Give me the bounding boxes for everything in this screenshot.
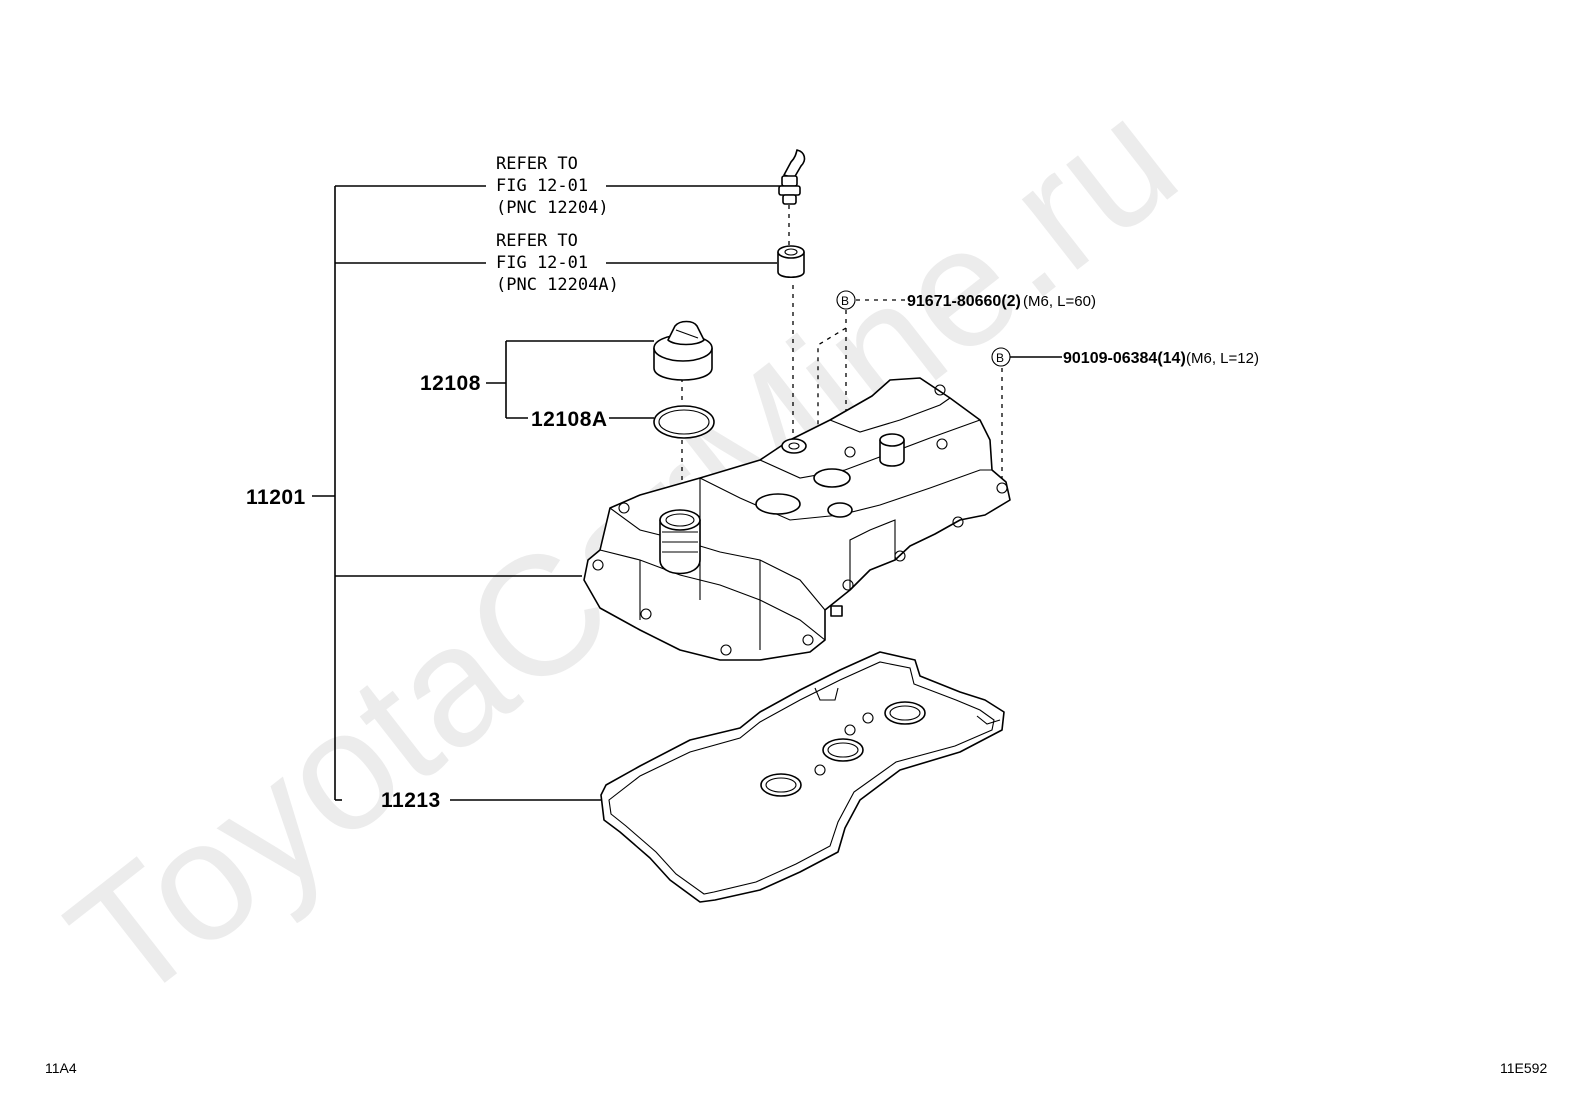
ref-label-2: REFER TO FIG 12-01 (PNC 12204A) — [496, 231, 619, 295]
part-number-12108a: 12108A — [531, 408, 608, 431]
bolt-marker-1: B — [841, 294, 849, 308]
bolt-leader-1-drop — [817, 310, 847, 445]
svg-text:REFER TO: REFER TO — [496, 154, 578, 174]
ref-label-1: REFER TO FIG 12-01 (PNC 12204) — [496, 154, 609, 218]
footer-right-code: 11E592 — [1500, 1060, 1548, 1076]
grommet — [777, 245, 805, 279]
oil-filler-cap — [653, 320, 713, 381]
part-number-12108: 12108 — [420, 372, 481, 395]
bolt-marker-2: B — [996, 351, 1004, 365]
bolt-callout-2: B 90109-06384(14) (M6, L=12) — [991, 347, 1259, 367]
o-ring — [653, 405, 715, 439]
part-number-11201: 11201 — [246, 486, 306, 509]
bolt-part-no-1: 91671-80660(2) — [907, 293, 1021, 310]
cylinder-head-cover — [583, 377, 1011, 661]
svg-text:FIG 12-01: FIG 12-01 — [496, 176, 588, 196]
svg-text:FIG 12-01: FIG 12-01 — [496, 253, 588, 273]
svg-text:(PNC 12204): (PNC 12204) — [496, 198, 609, 218]
breather-fitting — [778, 149, 806, 205]
bracket-12108 — [486, 340, 654, 419]
bolt-callout-1: B 91671-80660(2) (M6, L=60) — [836, 290, 1096, 310]
bolt-spec-1: (M6, L=60) — [1023, 293, 1096, 310]
bracket-11201 — [312, 185, 582, 801]
part-number-11213: 11213 — [381, 789, 441, 812]
bolt-spec-2: (M6, L=12) — [1186, 350, 1259, 367]
svg-text:(PNC 12204A): (PNC 12204A) — [496, 275, 619, 295]
breather-axis — [788, 205, 794, 440]
svg-text:REFER TO: REFER TO — [496, 231, 578, 251]
bolt-part-no-2: 90109-06384(14) — [1063, 350, 1186, 367]
head-cover-gasket — [600, 651, 1005, 903]
footer-left-code: 11A4 — [45, 1060, 77, 1076]
